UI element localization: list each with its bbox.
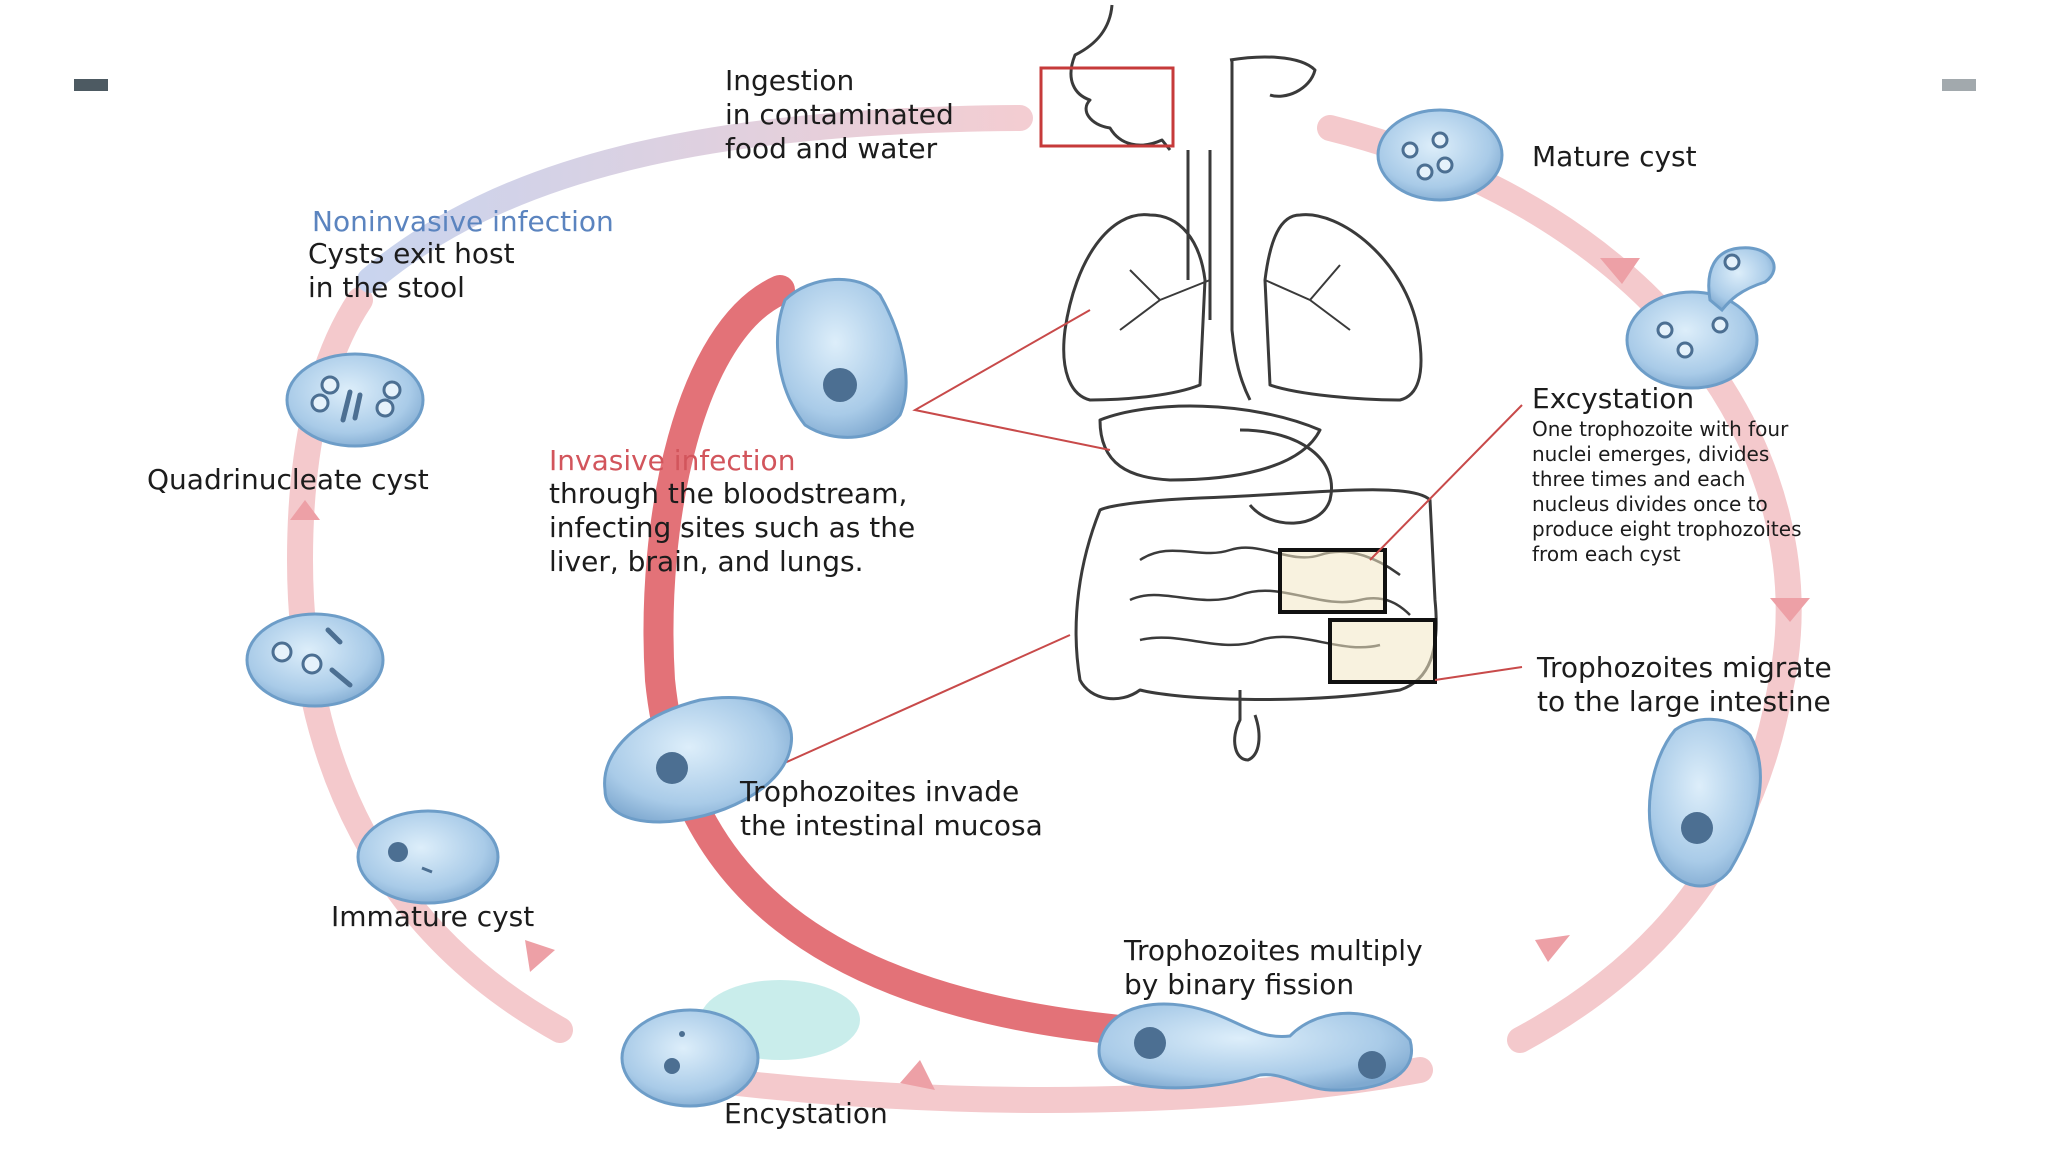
arrowhead-icon <box>290 500 320 520</box>
mouth-highlight-box <box>1039 66 1175 148</box>
slide-corner-mark-right <box>1942 79 1976 91</box>
stomach <box>1239 428 1333 525</box>
noninvasive-arrow <box>357 105 1033 293</box>
arrowhead-icon <box>900 1060 935 1090</box>
mature-cyst <box>1376 108 1504 202</box>
leader-invade <box>779 634 1071 766</box>
label-invade: Trophozoites invade the intestinal mucos… <box>740 775 1043 842</box>
trophozoite-migrating <box>1647 717 1762 888</box>
arrowhead-icon <box>1770 598 1810 622</box>
rectum <box>1233 690 1261 762</box>
bronchi <box>1119 264 1351 331</box>
label-mature-cyst: Mature cyst <box>1532 140 1697 173</box>
lung-right <box>1263 213 1423 402</box>
lung-left <box>1062 213 1207 402</box>
label-invasive-title: Invasive infection <box>549 444 796 477</box>
liver <box>1098 404 1322 482</box>
quadrinucleate-cyst-cell <box>285 352 425 448</box>
label-excystation-text: One trophozoite with four nuclei emerges… <box>1532 417 1802 566</box>
label-noninvasive-text: Cysts exit host in the stool <box>308 237 515 304</box>
excystation-cell <box>1625 246 1776 390</box>
label-multiply: Trophozoites multiply by binary fission <box>1124 934 1423 1001</box>
label-excystation-title: Excystation <box>1532 382 1695 415</box>
trophozoite-blood <box>776 277 908 439</box>
esophagus <box>1208 60 1252 401</box>
label-ingestion: Ingestion in contaminated food and water <box>725 64 954 165</box>
leader-to-lungs <box>912 309 1111 451</box>
trophozoite-invading <box>603 695 793 824</box>
label-encystation: Encystation <box>724 1097 888 1130</box>
tongue-outline <box>1229 55 1317 98</box>
immature-cyst <box>356 809 500 905</box>
binucleate-cyst <box>245 612 385 708</box>
leader-lines <box>779 309 1523 766</box>
slide-corner-mark-left <box>74 79 108 91</box>
leader-excystation <box>1369 404 1523 561</box>
large-intestine-highlight-box <box>1328 618 1437 684</box>
label-quadrinucleate-cyst: Quadrinucleate cyst <box>147 463 429 496</box>
small-intestine-highlight-box <box>1278 548 1387 614</box>
label-invasive-text: through the bloodstream, infecting sites… <box>549 477 916 578</box>
head-outline <box>1069 4 1172 151</box>
arrowhead-icon <box>525 940 555 972</box>
lifecycle-ring <box>286 105 1802 1113</box>
cycle-arrow-right <box>1317 115 1802 1053</box>
label-migrate: Trophozoites migrate to the large intest… <box>1537 651 1832 718</box>
large-intestine <box>1074 488 1438 701</box>
label-immature-cyst: Immature cyst <box>331 900 535 933</box>
cycle-arrowheads <box>290 258 1810 1090</box>
leader-migrate <box>1434 666 1523 681</box>
label-noninvasive-title: Noninvasive infection <box>312 205 614 238</box>
arrowhead-icon <box>1600 258 1640 284</box>
arrowhead-icon <box>1535 935 1570 962</box>
encystation-cell <box>620 980 860 1108</box>
binary-fission-cells <box>1097 1002 1413 1092</box>
